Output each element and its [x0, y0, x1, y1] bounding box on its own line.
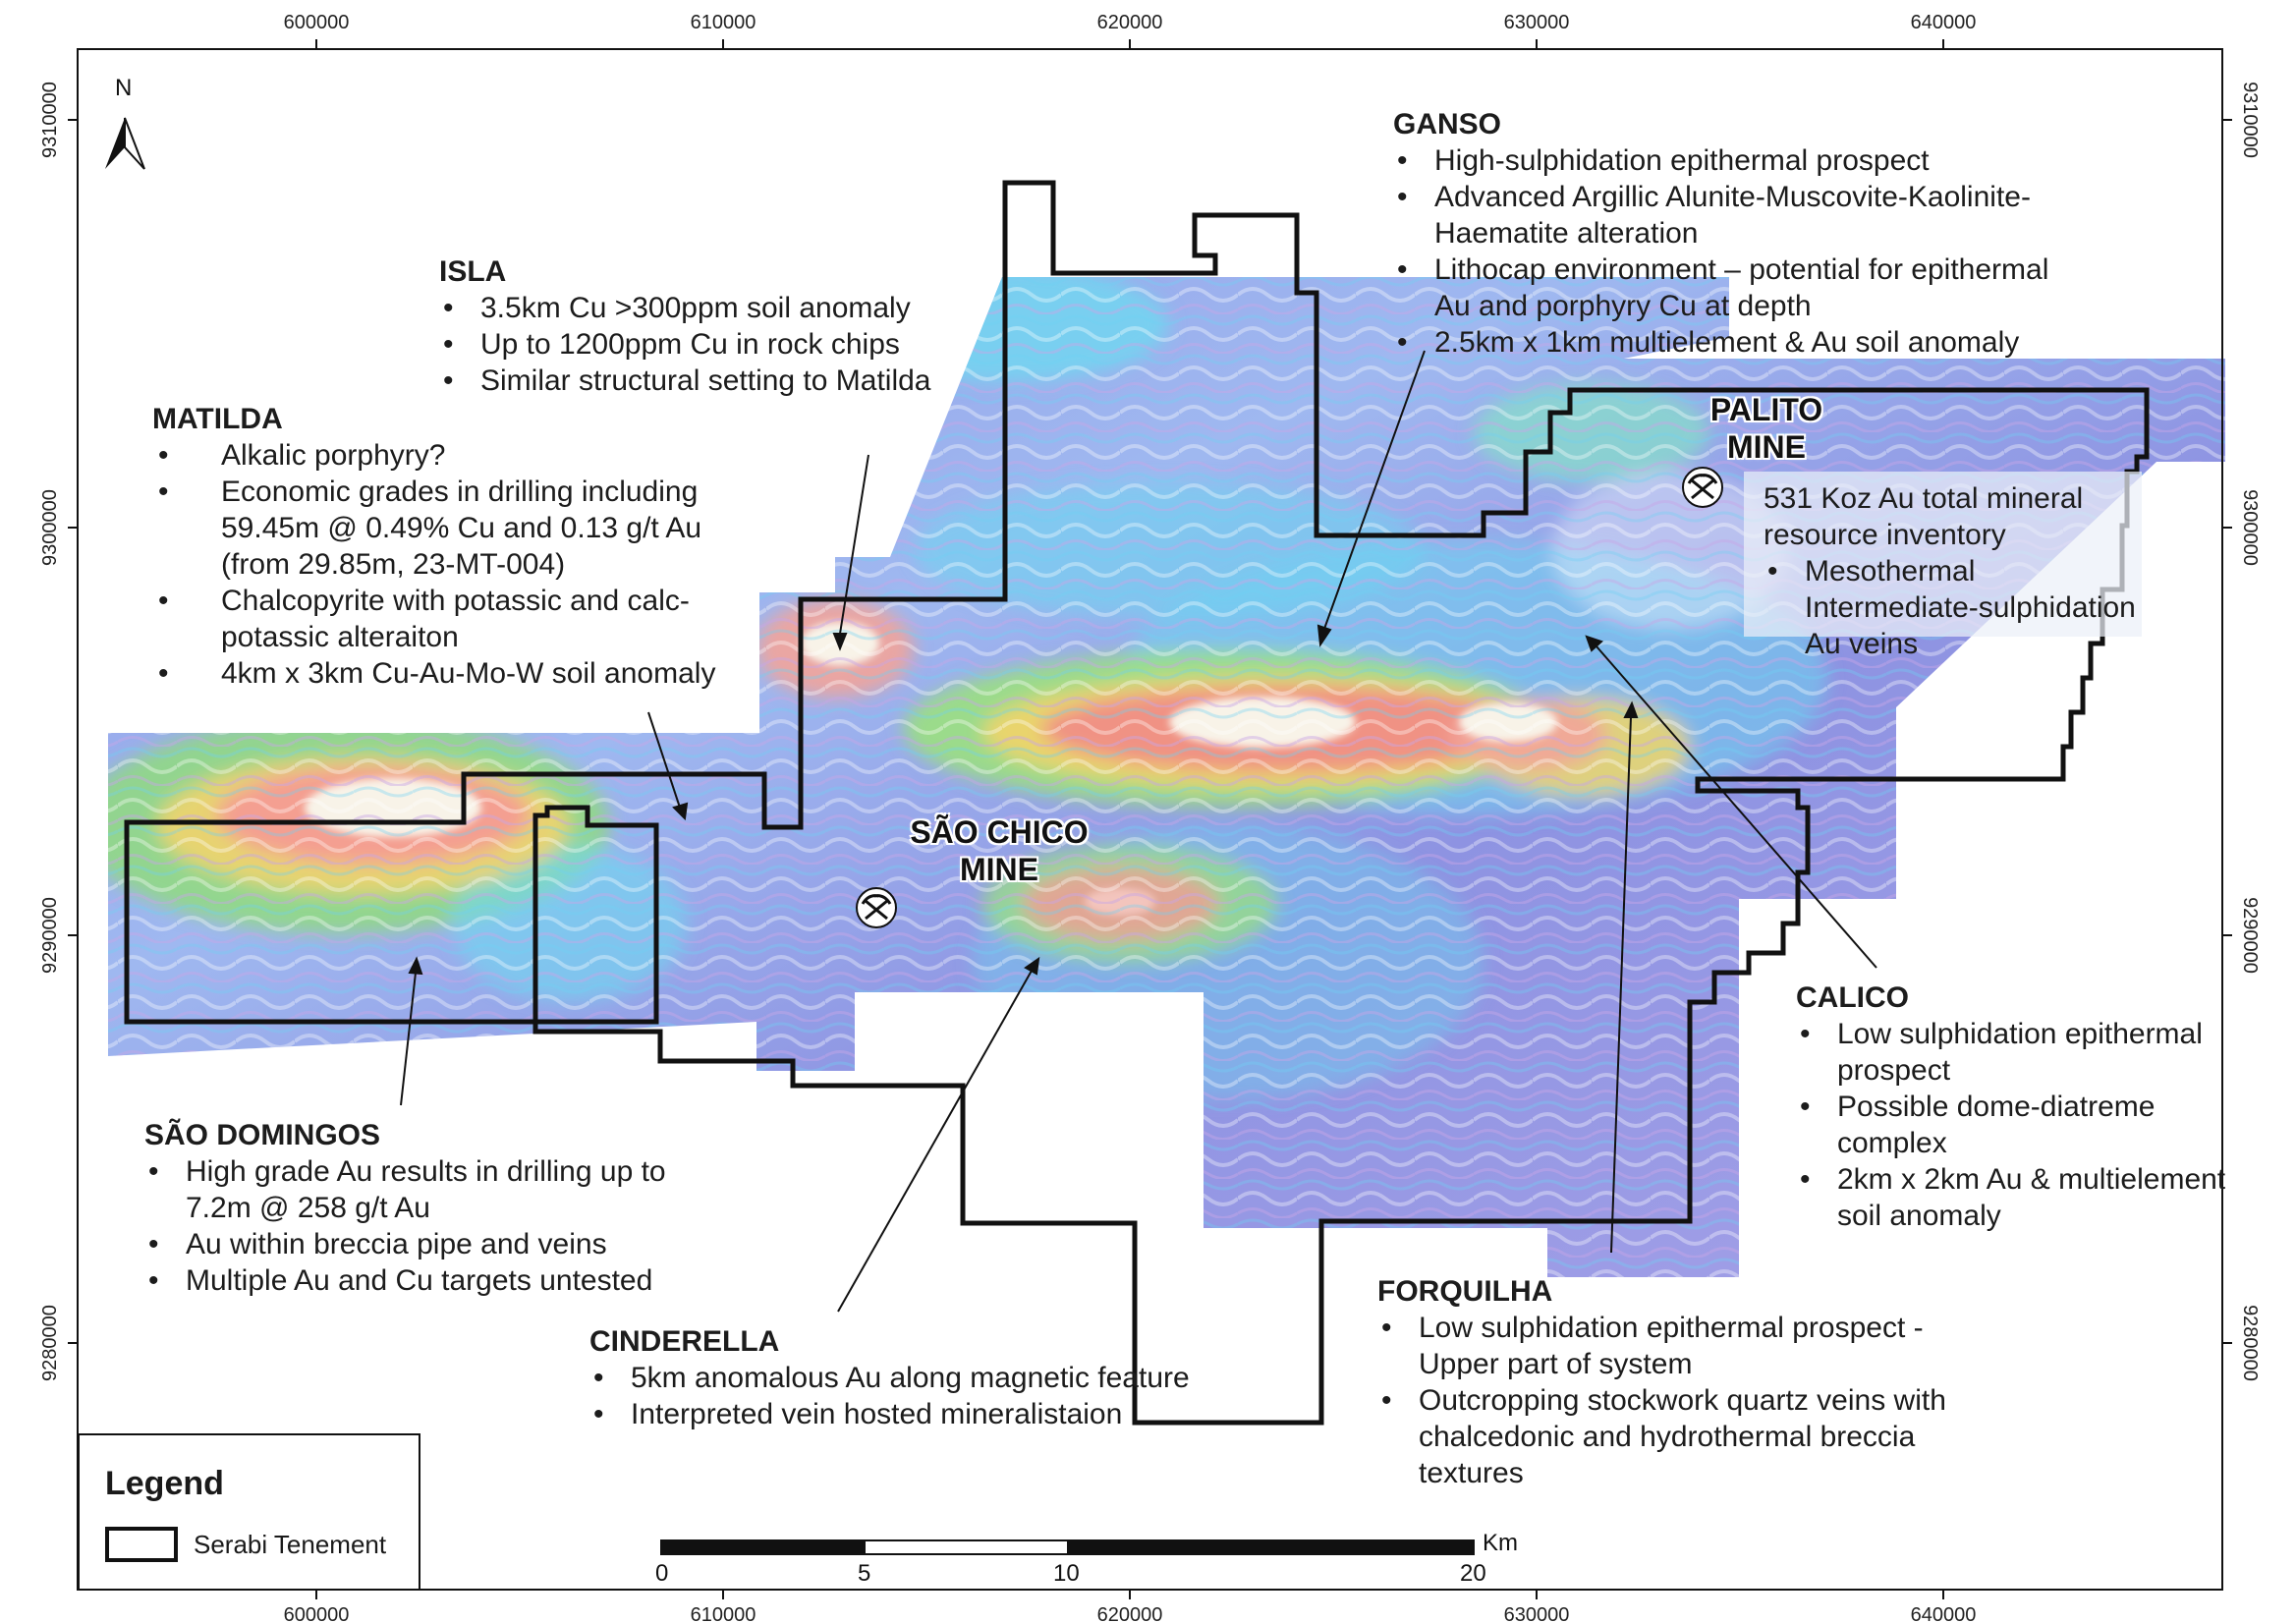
mine-symbol-palito: [1682, 467, 1723, 508]
annotation-bullet: Multiple Au and Cu targets untested: [144, 1262, 724, 1299]
annotation-bullet: 2km x 2km Au & multielement soil anomaly: [1796, 1161, 2268, 1234]
tick-label-bottom: 610000: [691, 1604, 756, 1623]
annotation-title: ISLA: [439, 255, 507, 288]
annotation-palito: 531 Koz Au total mineral resource invent…: [1764, 480, 2147, 662]
annotation-bullet: 2.5km x 1km multielement & Au soil anoma…: [1393, 324, 2061, 361]
mine-symbol-sao-chico: [856, 887, 897, 928]
tick-label-top: 640000: [1911, 12, 1977, 33]
scale-bar: [660, 1539, 1475, 1555]
grid-ticks: [68, 39, 2232, 1599]
mine-label-sao-chico: SÃO CHICO MINE: [910, 814, 1089, 887]
scale-label: 10: [1053, 1560, 1080, 1587]
annotation-summary: 531 Koz Au total mineral resource invent…: [1764, 482, 2084, 551]
legend-title: Legend: [105, 1465, 224, 1502]
annotation-bullet: Similar structural setting to Matilda: [439, 363, 970, 399]
tick-label-left: 9290000: [39, 897, 61, 974]
annotation-bullet: Low sulphidation epithermal prospect -Up…: [1377, 1310, 1967, 1382]
annotation-title: FORQUILHA: [1377, 1275, 1553, 1308]
annotation-bullet: Economic grades in drilling including 59…: [152, 474, 742, 583]
annotation-ganso: GANSO High-sulphidation epithermal prosp…: [1393, 106, 2061, 361]
tick-label-right: 9300000: [2239, 489, 2261, 566]
annotation-bullet: Chalcopyrite with potassic and calc-pota…: [152, 583, 742, 655]
annotation-bullet: Possible dome-diatreme complex: [1796, 1089, 2268, 1161]
scale-unit: Km: [1483, 1530, 1518, 1556]
annotation-forquilha: FORQUILHA Low sulphidation epithermal pr…: [1377, 1273, 1967, 1491]
annotation-bullet: Advanced Argillic Alunite-Muscovite-Kaol…: [1393, 179, 2061, 252]
annotation-bullet: 5km anomalous Au along magnetic feature: [589, 1360, 1218, 1396]
tick-label-right: 9280000: [2239, 1305, 2261, 1381]
tick-label-bottom: 620000: [1097, 1604, 1163, 1623]
tenement-boundary: [124, 180, 2150, 1426]
annotation-isla: ISLA 3.5km Cu >300ppm soil anomaly Up to…: [439, 253, 970, 399]
tick-label-left: 9310000: [39, 82, 61, 158]
leader-arrows: [400, 350, 1877, 1313]
annotation-matilda: MATILDA Alkalic porphyry? Economic grade…: [152, 401, 742, 692]
legend-swatch-tenement: [105, 1527, 178, 1562]
legend: Legend Serabi Tenement: [78, 1433, 420, 1591]
annotation-bullet: Outcropping stockwork quartz veins with …: [1377, 1382, 1967, 1491]
annotation-bullet: Lithocap environment – potential for epi…: [1393, 252, 2061, 324]
annotation-sao-domingos: SÃO DOMINGOS High grade Au results in dr…: [144, 1117, 724, 1299]
tick-label-right: 9290000: [2239, 897, 2261, 974]
north-arrow-icon: [105, 117, 145, 170]
annotation-cinderella: CINDERELLA 5km anomalous Au along magnet…: [589, 1323, 1218, 1432]
tick-label-top: 630000: [1504, 12, 1570, 33]
annotation-calico: CALICO Low sulphidation epithermal prosp…: [1796, 979, 2268, 1234]
annotation-bullet: High grade Au results in drilling up to …: [144, 1153, 724, 1226]
tick-label-top: 610000: [691, 12, 756, 33]
annotation-title: MATILDA: [152, 403, 283, 435]
mine-label-palito: PALITO MINE: [1709, 392, 1823, 465]
annotation-bullet: Mesothermal Intermediate-sulphidation Au…: [1764, 553, 2147, 662]
annotation-title: SÃO DOMINGOS: [144, 1119, 381, 1151]
scale-label: 0: [655, 1560, 669, 1587]
annotation-bullet: High-sulphidation epithermal prospect: [1393, 142, 2061, 179]
tick-label-bottom: 600000: [284, 1604, 350, 1623]
annotation-bullet: 3.5km Cu >300ppm soil anomaly: [439, 290, 970, 326]
legend-item-label: Serabi Tenement: [194, 1530, 387, 1559]
scale-label: 20: [1460, 1560, 1486, 1587]
annotation-bullet: 4km x 3km Cu-Au-Mo-W soil anomaly: [152, 655, 742, 692]
annotation-title: CALICO: [1796, 981, 1909, 1014]
tick-label-right: 9310000: [2239, 82, 2261, 158]
annotation-bullet: Interpreted vein hosted mineralistaion: [589, 1396, 1218, 1432]
tick-label-bottom: 640000: [1911, 1604, 1977, 1623]
tick-label-left: 9300000: [39, 489, 61, 566]
annotation-bullet: Low sulphidation epithermal prospect: [1796, 1016, 2268, 1089]
scale-label: 5: [858, 1560, 871, 1587]
annotation-bullet: Au within breccia pipe and veins: [144, 1226, 724, 1262]
tick-label-top: 600000: [284, 12, 350, 33]
map-frame: [77, 48, 2223, 1591]
annotation-title: GANSO: [1393, 108, 1502, 140]
north-label: N: [115, 75, 133, 101]
annotation-title: CINDERELLA: [589, 1325, 780, 1358]
tick-label-bottom: 630000: [1504, 1604, 1570, 1623]
annotation-bullet: Up to 1200ppm Cu in rock chips: [439, 326, 970, 363]
tick-label-left: 9280000: [39, 1305, 61, 1381]
annotation-bullet: Alkalic porphyry?: [152, 437, 742, 474]
tick-label-top: 620000: [1097, 12, 1163, 33]
